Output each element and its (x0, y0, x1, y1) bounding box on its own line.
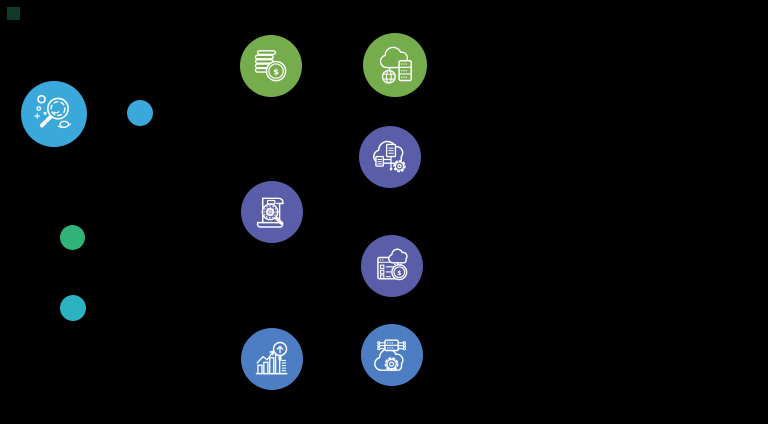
cloud-document-network-gear-icon (373, 141, 407, 173)
dollar-glyph: $ (398, 270, 402, 277)
cloud-globe-server-icon (379, 46, 412, 84)
milestone-dot-blue (127, 100, 153, 126)
growth-analysis-node (241, 328, 303, 390)
milestone-dot-green (60, 225, 85, 250)
coins-node: $ (240, 35, 302, 97)
server-circuit-cloud-gear-icon (374, 339, 407, 372)
growth-chart-magnifier-icon (256, 342, 288, 375)
magnifier-bubbles-icon (34, 94, 72, 129)
milestone-dot-teal (60, 295, 86, 321)
cloud-data-processing-node (359, 126, 421, 188)
coins-dollar-icon: $ (255, 50, 287, 82)
checklist-cloud-dollar-icon: $ (377, 248, 409, 281)
scroll-magnifier-gear-icon (257, 198, 285, 229)
cloud-operations-node (361, 324, 423, 386)
dollar-glyph: $ (274, 67, 280, 77)
corner-swatch (7, 7, 20, 20)
cloud-infrastructure-node (363, 33, 427, 97)
document-review-node (241, 181, 303, 243)
research-node (21, 81, 87, 147)
cloud-billing-node: $ (361, 235, 423, 297)
